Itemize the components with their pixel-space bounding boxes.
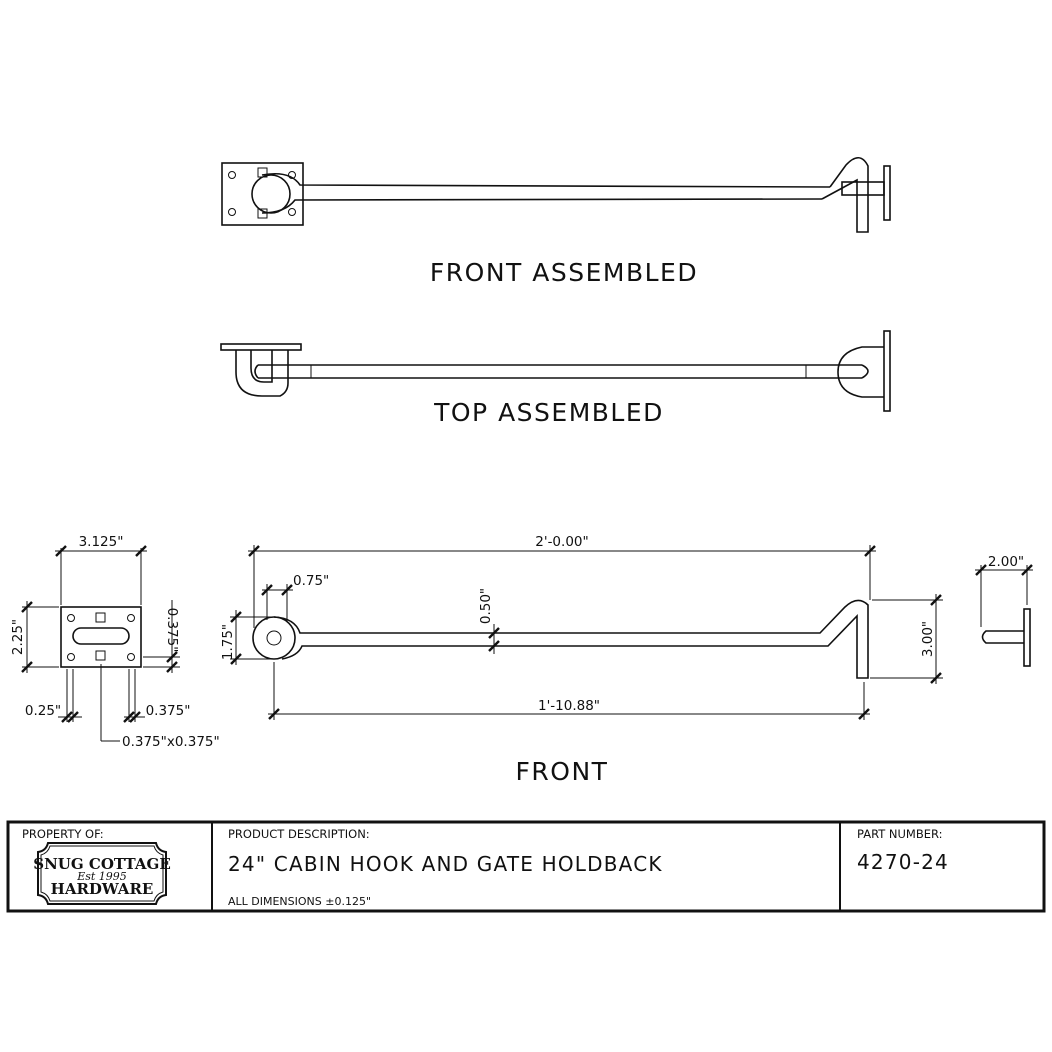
plate-height-dim: 2.25" — [10, 619, 26, 655]
holdback-plate — [1023, 608, 1031, 667]
holdback-loop — [837, 346, 884, 398]
plate-hole — [127, 614, 135, 622]
front-assembled-title: FRONT ASSEMBLED — [430, 258, 698, 287]
plate-hole — [127, 653, 135, 661]
front-view: 2'-0.00" 0.75" 1.75" 0.50" 3.00" 1' — [220, 534, 943, 720]
top-assembled-title: TOP ASSEMBLED — [433, 398, 664, 427]
eye-width-dim: 0.75" — [293, 573, 329, 589]
plate-width-dim: 3.125" — [79, 534, 124, 550]
eye-bracket-inner — [250, 350, 273, 383]
mounting-plate-top — [220, 343, 302, 351]
holdback-loop-inner — [861, 364, 869, 379]
company-logo: SNUG COTTAGE Est 1995 HARDWARE — [33, 842, 171, 905]
plate-detail-view: 3.125" 2.25" 0.375" 0.25" 0.375" 0.375"x… — [10, 534, 220, 750]
plate-hole-right-dim: 0.375" — [146, 703, 191, 719]
part-number: 4270-24 — [857, 850, 949, 874]
rod-diameter-dim: 0.50" — [478, 588, 494, 624]
plate-edge-offset-dim: 0.375" — [164, 608, 180, 653]
rod-length-dim: 1'-10.88" — [538, 698, 600, 714]
eye-height-dim: 1.75" — [220, 624, 236, 660]
logo-line2: HARDWARE — [51, 880, 154, 898]
property-label: PROPERTY OF: — [22, 827, 104, 841]
hook-eye — [251, 174, 291, 214]
plate-hole — [228, 171, 236, 179]
plate-hole — [228, 208, 236, 216]
holdback-pin — [981, 630, 1024, 644]
rod-end — [254, 364, 259, 379]
description-label: PRODUCT DESCRIPTION: — [228, 827, 370, 841]
holdback-plate-top — [883, 330, 891, 412]
plate-square-hole — [95, 612, 106, 623]
hook-height-dim: 3.00" — [920, 621, 936, 657]
holdback-depth-dim: 2.00" — [988, 554, 1024, 570]
plate-slot — [72, 627, 130, 645]
plate-hole — [67, 614, 75, 622]
part-number-label: PART NUMBER: — [857, 827, 943, 841]
top-assembled-view — [220, 330, 891, 412]
plate-hole-left-dim: 0.25" — [25, 703, 61, 719]
hook-rod — [261, 198, 823, 214]
plate-hole — [288, 208, 296, 216]
hook-end — [821, 156, 869, 233]
eye-bracket — [235, 350, 289, 397]
plate-square-hole — [95, 650, 106, 661]
plate-square-dim: 0.375"x0.375" — [122, 734, 220, 750]
front-assembled-view — [221, 156, 891, 233]
product-description: 24" CABIN HOOK AND GATE HOLDBACK — [228, 852, 663, 876]
holdback-side-view: 2.00" — [975, 554, 1033, 667]
mounting-plate — [221, 162, 304, 226]
hook-eye — [252, 616, 296, 660]
hook-rod — [261, 172, 831, 188]
hook-eye-inner — [266, 630, 282, 646]
holdback-plate — [883, 165, 891, 221]
overall-length-dim: 2'-0.00" — [535, 534, 588, 550]
logo-line1: SNUG COTTAGE — [33, 855, 171, 873]
title-block: PROPERTY OF: SNUG COTTAGE Est 1995 HARDW… — [6, 820, 1046, 913]
tolerance-note: ALL DIMENSIONS ±0.125" — [228, 895, 371, 908]
front-view-title: FRONT — [516, 757, 609, 786]
hook-rod — [273, 599, 869, 679]
plate-hole — [67, 653, 75, 661]
logo-est: Est 1995 — [76, 870, 127, 883]
